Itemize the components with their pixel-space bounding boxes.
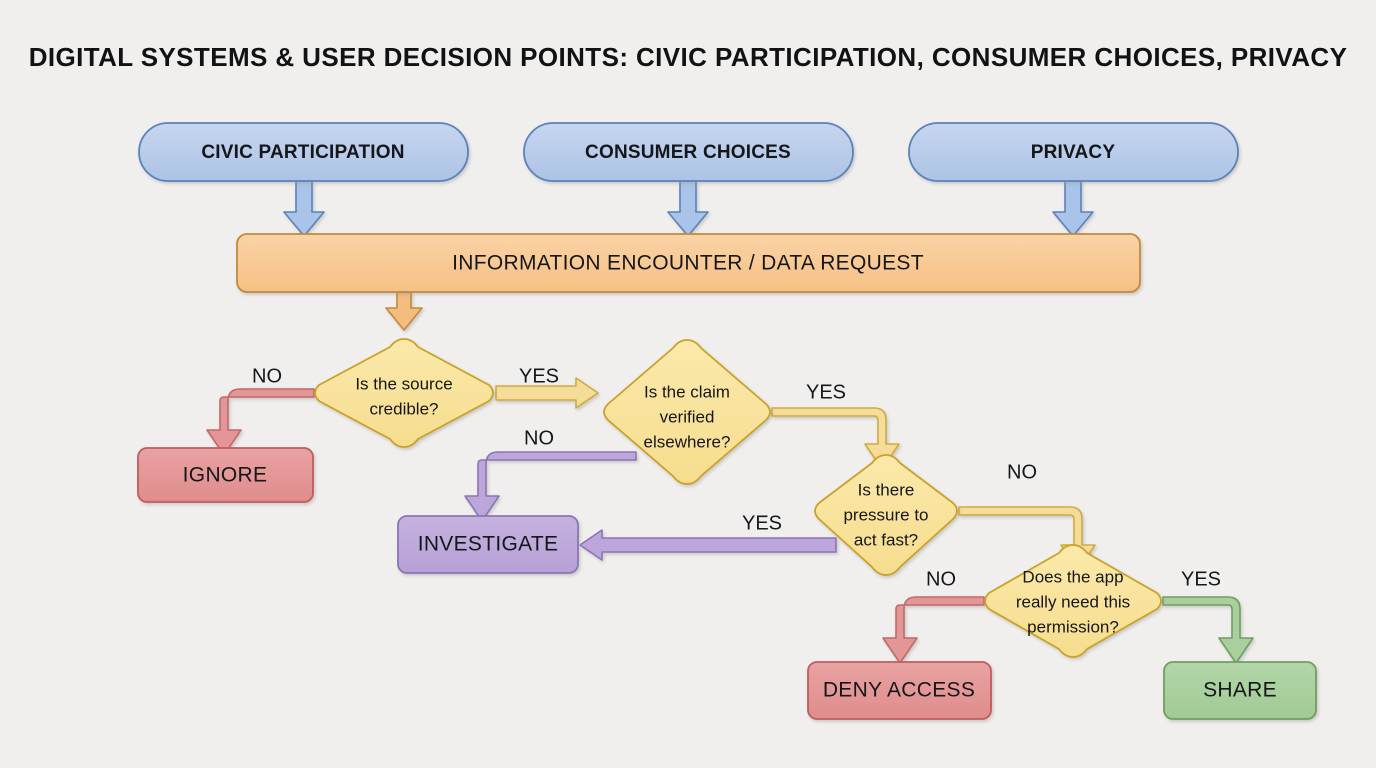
edge-encounter-to-d1 <box>385 291 423 331</box>
page-title: DIGITAL SYSTEMS & USER DECISION POINTS: … <box>28 42 1348 72</box>
edge-label-d3-no: NO <box>1007 461 1037 483</box>
edge-consumer-to-encounter <box>667 179 709 237</box>
edge-d3-yes-to-investigate <box>579 529 837 561</box>
edge-label-d2-yes: YES <box>806 381 846 403</box>
edge-d1-yes-to-d2 <box>495 377 599 409</box>
edge-label-d2-no: NO <box>524 427 554 449</box>
node-decision-source-credible-line-1: Is the source <box>355 374 452 393</box>
node-decision-pressure-act-fast-line-1: Is there <box>858 480 915 499</box>
edge-d1-no-to-ignore <box>206 388 315 456</box>
node-ignore[interactable]: IGNORE <box>137 447 314 503</box>
node-civic-participation-label: CIVIC PARTICIPATION <box>201 142 404 163</box>
node-decision-pressure-act-fast[interactable]: Is there pressure to act fast? <box>814 454 958 576</box>
node-decision-claim-verified-line-2: verified <box>660 407 715 426</box>
node-information-encounter[interactable]: INFORMATION ENCOUNTER / DATA REQUEST <box>236 233 1141 293</box>
node-ignore-label: IGNORE <box>183 464 268 487</box>
node-decision-source-credible-line-2: credible? <box>370 399 439 418</box>
node-privacy-label: PRIVACY <box>1031 142 1116 163</box>
edge-d4-no-to-deny <box>882 596 985 664</box>
edge-d2-yes-to-d3 <box>771 407 900 470</box>
node-share-label: SHARE <box>1203 679 1277 702</box>
node-decision-claim-verified-line-1: Is the claim <box>644 382 730 401</box>
node-consumer-choices[interactable]: CONSUMER CHOICES <box>523 122 854 182</box>
node-information-encounter-label: INFORMATION ENCOUNTER / DATA REQUEST <box>452 252 924 275</box>
edge-privacy-to-encounter <box>1052 179 1094 237</box>
node-decision-pressure-act-fast-line-2: pressure to <box>843 505 928 524</box>
edge-label-d1-yes: YES <box>519 365 559 387</box>
node-decision-app-needs-permission-line-1: Does the app <box>1022 567 1123 586</box>
node-privacy[interactable]: PRIVACY <box>908 122 1239 182</box>
node-decision-app-needs-permission-line-2: really need this <box>1016 592 1130 611</box>
edge-d4-yes-to-share <box>1162 596 1254 664</box>
node-decision-app-needs-permission[interactable]: Does the app really need this permission… <box>984 544 1162 658</box>
node-deny-access[interactable]: DENY ACCESS <box>807 661 992 720</box>
node-decision-source-credible[interactable]: Is the source credible? <box>314 338 494 448</box>
edge-label-d1-no: NO <box>252 365 282 387</box>
node-decision-claim-verified[interactable]: Is the claim verified elsewhere? <box>603 339 771 485</box>
node-consumer-choices-label: CONSUMER CHOICES <box>585 142 791 163</box>
edge-label-d4-no: NO <box>926 568 956 590</box>
edge-label-d4-yes: YES <box>1181 568 1221 590</box>
node-investigate-label: INVESTIGATE <box>418 533 559 556</box>
edge-civic-to-encounter <box>283 179 325 237</box>
node-investigate[interactable]: INVESTIGATE <box>397 515 579 574</box>
node-deny-access-label: DENY ACCESS <box>823 679 975 702</box>
node-decision-app-needs-permission-line-3: permission? <box>1027 617 1119 636</box>
node-decision-pressure-act-fast-line-3: act fast? <box>854 530 918 549</box>
node-share[interactable]: SHARE <box>1163 661 1317 720</box>
node-decision-claim-verified-line-3: elsewhere? <box>644 432 731 451</box>
edge-d2-no-to-investigate <box>464 451 637 522</box>
edge-label-d3-yes: YES <box>742 512 782 534</box>
node-civic-participation[interactable]: CIVIC PARTICIPATION <box>138 122 469 182</box>
